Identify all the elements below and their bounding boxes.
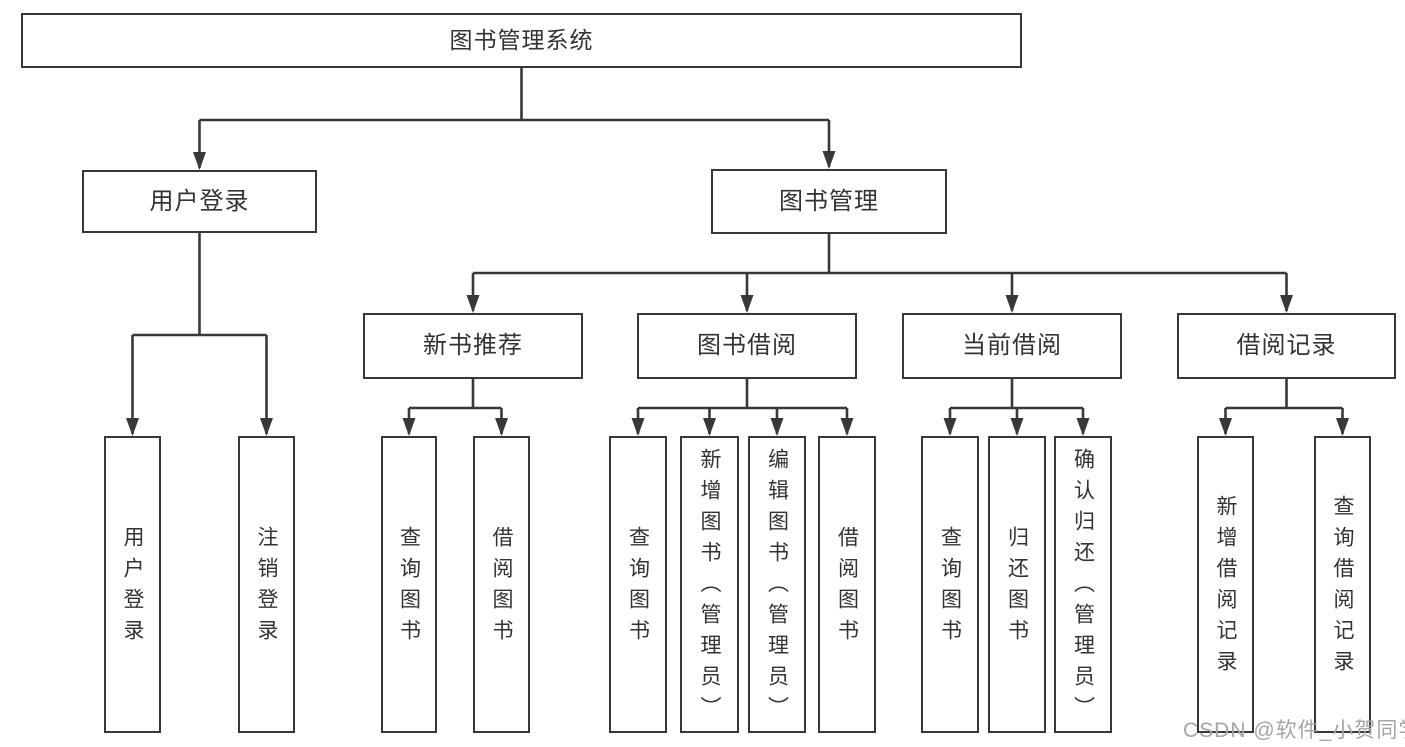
leaf-nbr-query-books: 查询图书 [381, 436, 437, 733]
leaf-cb-query-books: 查询图书 [921, 436, 979, 733]
leaf-cb-return-books: 归还图书 [988, 436, 1046, 733]
node-book-borrow: 图书借阅 [637, 313, 857, 379]
node-current-borrow: 当前借阅 [902, 313, 1122, 379]
leaf-user-login: 用户登录 [104, 436, 161, 733]
leaf-nbr-borrow-books: 借阅图书 [473, 436, 530, 733]
node-library-management-system: 图书管理系统 [21, 13, 1022, 68]
leaf-logout-login: 注销登录 [238, 436, 295, 733]
csdn-watermark: CSDN @软件_小贺同学 [1183, 719, 1405, 742]
node-new-book-recommend: 新书推荐 [363, 313, 583, 379]
leaf-bb-borrow-books: 借阅图书 [818, 436, 876, 733]
leaf-cb-confirm-return-admin: 确认归还（管理员） [1054, 436, 1112, 733]
node-user-login: 用户登录 [82, 170, 317, 233]
leaf-bb-edit-books-admin: 编辑图书（管理员） [748, 436, 806, 733]
node-borrow-record: 借阅记录 [1177, 313, 1396, 379]
leaf-br-query-record: 查询借阅记录 [1314, 436, 1371, 733]
leaf-bb-add-books-admin: 新增图书（管理员） [680, 436, 739, 733]
leaf-bb-query-books: 查询图书 [609, 436, 667, 733]
leaf-br-add-record: 新增借阅记录 [1197, 436, 1254, 733]
node-book-management: 图书管理 [711, 169, 947, 234]
